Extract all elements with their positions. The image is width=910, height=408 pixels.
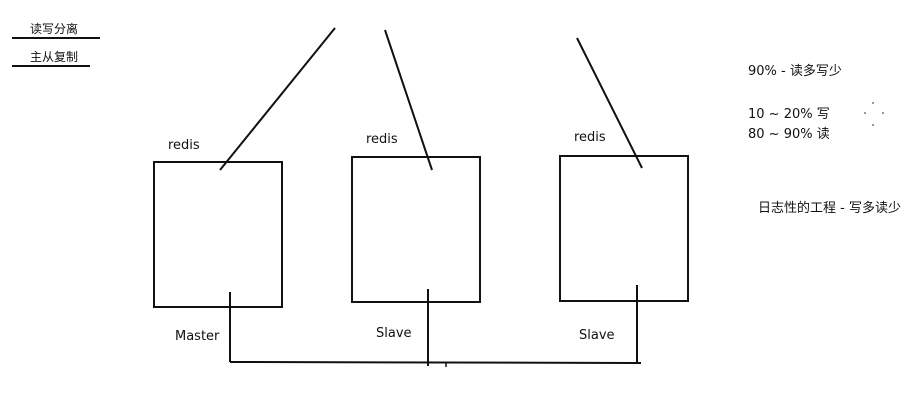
note-log-system: 日志性的工程 - 写多读少 [758, 201, 901, 216]
note-read-ratio: 80 ~ 90% 读 [748, 127, 830, 142]
replication-bus-line [229, 361, 642, 364]
client-line-master [219, 27, 336, 171]
node3-name-label: redis [574, 130, 606, 145]
heading-master-slave-replication: 主从复制 [30, 50, 79, 64]
note-read-heavy: 90% - 读多写少 [748, 64, 842, 79]
cursor-marks [864, 102, 884, 126]
client-line-slave1 [384, 29, 433, 171]
node3-role-label: Slave [579, 328, 615, 343]
client-line-slave2 [576, 37, 643, 169]
heading-read-write-split: 读写分离 [30, 22, 79, 36]
note-write-ratio: 10 ~ 20% 写 [748, 107, 830, 122]
master-box [153, 161, 283, 308]
node1-name-label: redis [168, 138, 200, 153]
slave2-box [559, 155, 689, 302]
node2-role-label: Slave [376, 326, 412, 341]
node1-role-label: Master [175, 329, 220, 344]
node2-name-label: redis [366, 132, 398, 147]
slave1-box [351, 156, 481, 303]
